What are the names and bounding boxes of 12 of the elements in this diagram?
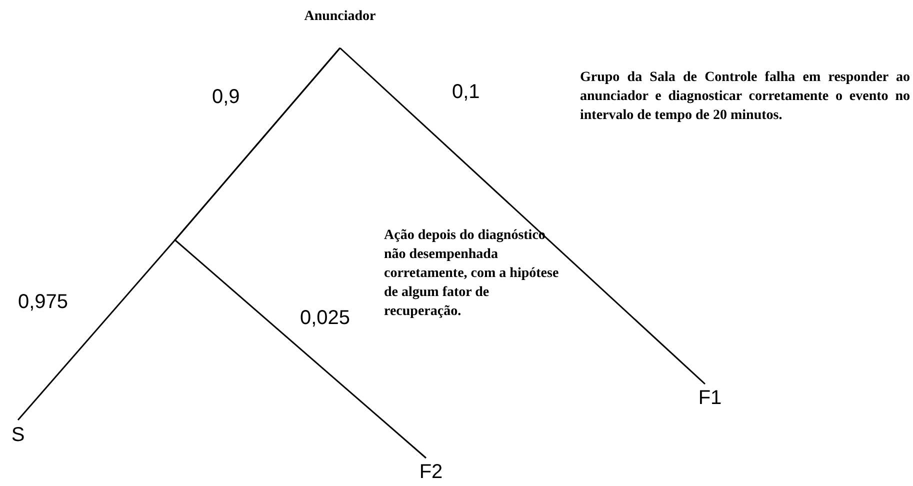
note-text: Grupo da Sala de Controle falha em responder ao anunciador e diagnosticar corretamente o evento no intervalo de tempo de 20 minutos.: [580, 69, 910, 125]
probability-label: 0,975: [18, 292, 68, 312]
probability-label: 0,1: [452, 82, 480, 102]
outcome-label: F1: [693, 384, 727, 412]
note-text: Ação depois do diagnóstico não desempenhada corretamente, com a hipótese de algum fator de recuperação.: [384, 227, 560, 321]
outcome-label: F2: [414, 458, 448, 486]
root-event-label: Anunciador: [290, 6, 390, 48]
outcome-label: S: [6, 420, 30, 450]
probability-label: 0,9: [212, 85, 241, 110]
branch-line: [174, 48, 426, 459]
probability-label: 0,025: [300, 308, 350, 328]
branch-line: [340, 47, 706, 385]
